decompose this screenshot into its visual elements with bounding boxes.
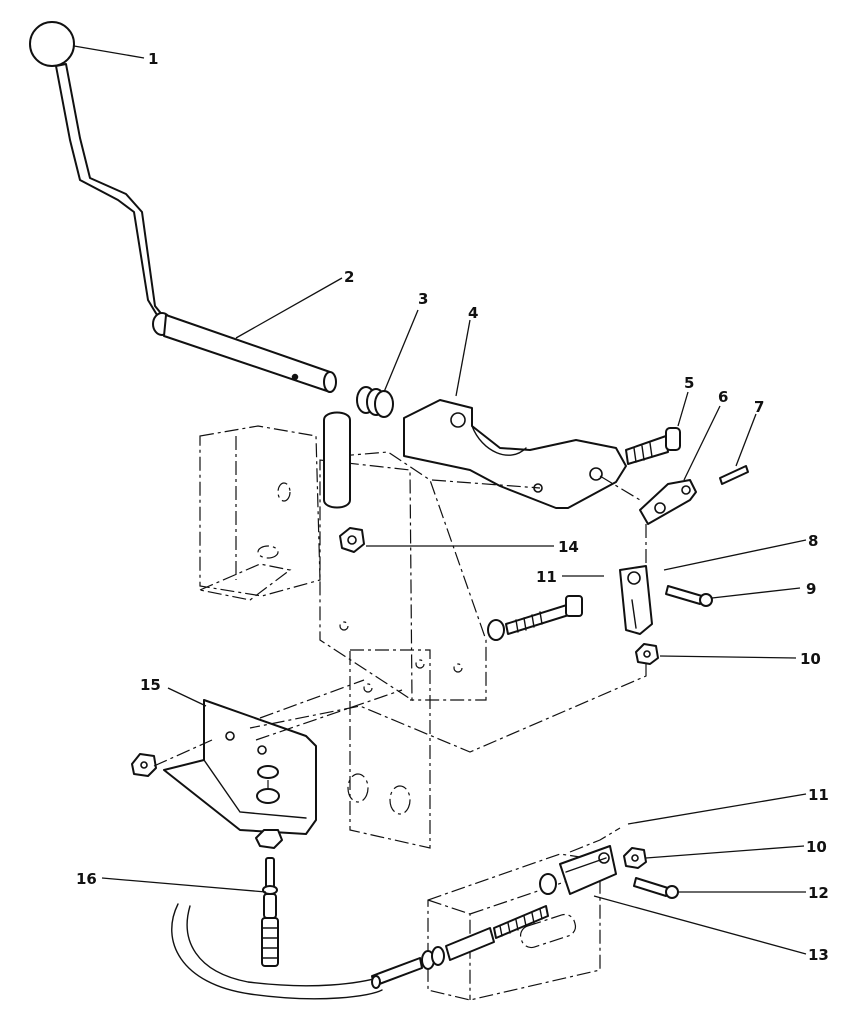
callout-5: 5	[684, 374, 694, 392]
spring-bolt	[487, 595, 583, 641]
cable	[171, 903, 385, 1000]
knob	[29, 21, 75, 67]
shift-bracket	[403, 399, 627, 509]
nut-left	[131, 753, 157, 777]
nut-10-upper	[635, 643, 659, 665]
pivot-post	[323, 411, 351, 509]
nut-10-lower	[623, 847, 647, 869]
callout-2: 2	[344, 268, 354, 286]
clevis-pin-12	[633, 877, 679, 899]
callout-15: 15	[140, 676, 161, 694]
callout-4: 4	[468, 304, 478, 322]
cam-plate	[639, 479, 697, 525]
callout-11-upper: 11	[536, 568, 557, 586]
washer-stack	[255, 765, 283, 849]
callout-14: 14	[558, 538, 579, 556]
callout-10-upper: 10	[800, 650, 821, 668]
callouts: 1 2 3 4 5 6 7 8 9 10 11 14 15 16 11 10 1…	[76, 50, 829, 964]
callout-8: 8	[808, 532, 818, 550]
clevis-pin-9	[665, 585, 713, 607]
callout-7: 7	[754, 398, 764, 416]
cable-end-16	[261, 857, 279, 967]
callout-12: 12	[808, 884, 829, 902]
callout-6: 6	[718, 388, 728, 406]
leader-lines	[73, 45, 807, 955]
shift-lever	[55, 63, 337, 393]
pin-7	[719, 465, 749, 485]
callout-11-lower: 11	[808, 786, 829, 804]
assembly-lines	[153, 475, 647, 853]
callout-10-lower: 10	[806, 838, 827, 856]
cable-bracket	[163, 699, 317, 835]
callout-9: 9	[806, 580, 816, 598]
callout-1: 1	[148, 50, 158, 68]
callout-13: 13	[808, 946, 829, 964]
mounting-frame	[198, 425, 487, 849]
cable-fitting	[371, 905, 549, 989]
lower-mount	[427, 853, 601, 1001]
nut-14	[339, 527, 365, 553]
clevis-8	[619, 565, 653, 635]
bolt-5	[625, 427, 681, 465]
callout-3: 3	[418, 290, 428, 308]
clevis-13	[539, 845, 617, 895]
callout-16: 16	[76, 870, 97, 888]
spring	[356, 386, 394, 418]
